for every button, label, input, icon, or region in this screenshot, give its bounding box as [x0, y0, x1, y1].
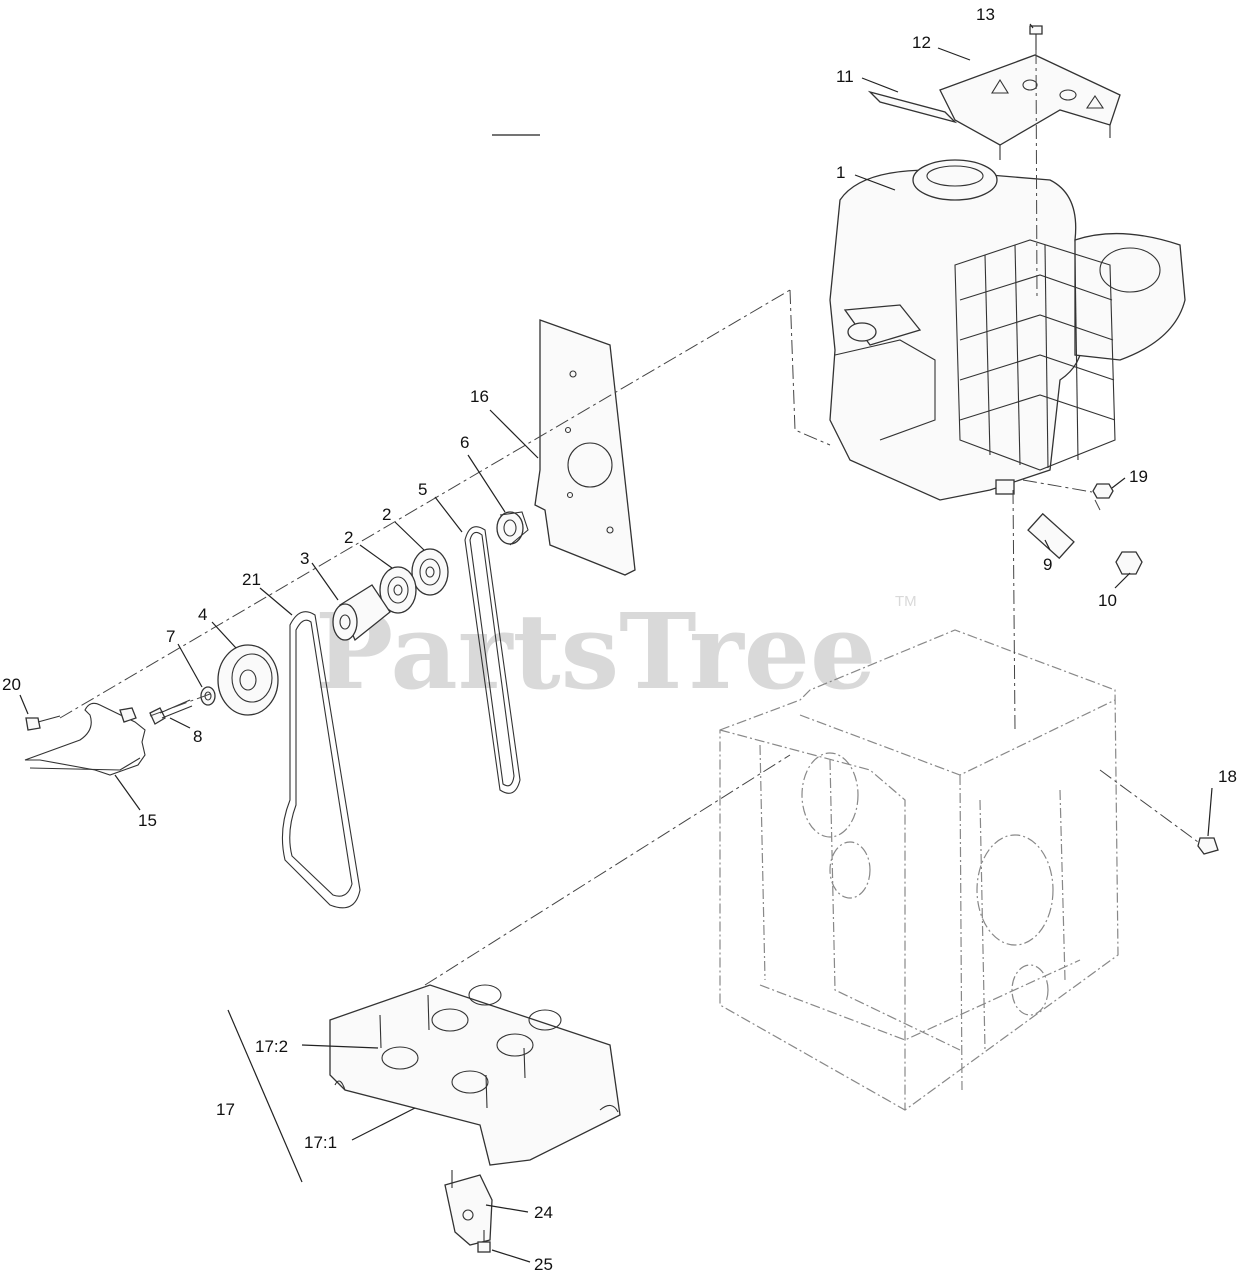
spacer: [496, 511, 529, 546]
callout-25: 25: [534, 1255, 553, 1274]
callout-16: 16: [470, 387, 489, 406]
belt-small: [464, 526, 521, 794]
pulley-hub: [332, 584, 391, 642]
belt-guide: [24, 702, 146, 776]
callout-4: 4: [198, 605, 207, 624]
mounting-plate: [534, 319, 636, 576]
callout-10: 10: [1098, 591, 1117, 610]
callout-2-outer: 2: [382, 505, 391, 524]
callout-15: 15: [138, 811, 157, 830]
callout-17: 17: [216, 1100, 235, 1119]
callout-12: 12: [912, 33, 931, 52]
callout-13: 13: [976, 5, 995, 24]
callout-1: 1: [836, 163, 845, 182]
pulley-bolt: [149, 699, 193, 725]
belt-long: [281, 611, 361, 909]
callout-5: 5: [418, 480, 427, 499]
callout-17-2: 17:2: [255, 1037, 288, 1056]
frame-bolt: [1099, 769, 1219, 855]
drive-pulley: [217, 644, 279, 716]
callout-8: 8: [193, 727, 202, 746]
frame-housing: [719, 629, 1119, 1111]
callout-19: 19: [1129, 467, 1148, 486]
callout-18: 18: [1218, 767, 1237, 786]
engine-fasteners: [995, 479, 1143, 731]
engine-cover: [939, 54, 1121, 160]
callouts: 1 11 12 13 16 6 5 2 2 3 21 4 7 8 20 15 9…: [2, 5, 1237, 1274]
callout-24: 24: [534, 1203, 553, 1222]
clip-screw: [477, 1230, 491, 1253]
bearing-inner: [379, 566, 417, 614]
callout-9: 9: [1043, 555, 1052, 574]
callout-3: 3: [300, 549, 309, 568]
engine: [829, 159, 1186, 501]
callout-21: 21: [242, 570, 261, 589]
guide-bolt: [25, 715, 61, 731]
watermark-trademark: TM: [895, 593, 917, 610]
alignment-lines: [59, 289, 1101, 986]
callout-11: 11: [836, 67, 854, 86]
decal: [867, 90, 958, 124]
bearing-outer: [411, 548, 449, 596]
clip-bracket: [444, 1170, 493, 1246]
callout-7: 7: [166, 627, 175, 646]
leader-lines: [19, 23, 1213, 1263]
callout-17-1: 17:1: [304, 1133, 337, 1152]
washer: [200, 686, 216, 706]
callout-20: 20: [2, 675, 21, 694]
watermark-text: PartsTree: [315, 590, 876, 713]
callout-6: 6: [460, 433, 469, 452]
callout-2-inner: 2: [344, 528, 353, 547]
base-bracket: [329, 984, 621, 1166]
